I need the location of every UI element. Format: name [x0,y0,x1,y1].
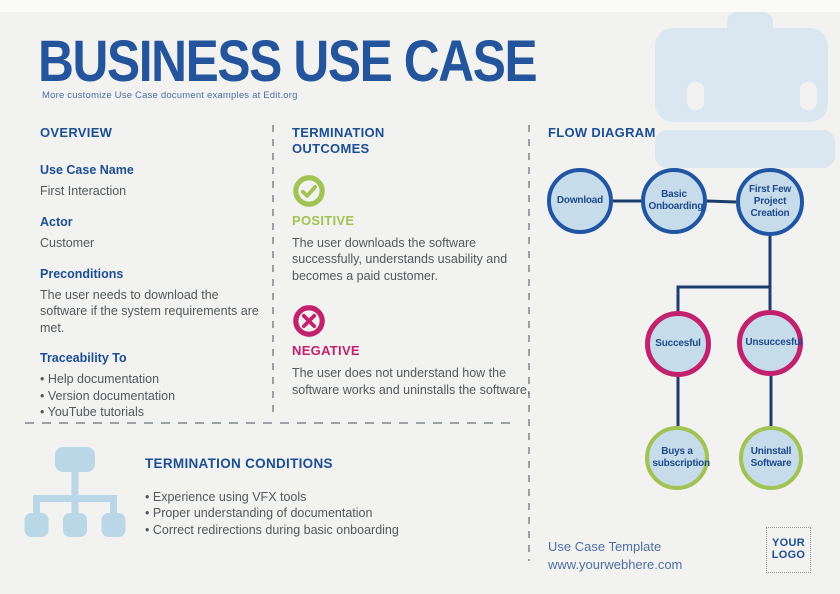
termination-outcomes-section: TERMINATION OUTCOMES POSITIVE The user d… [292,125,532,419]
termination-outcomes-heading: TERMINATION OUTCOMES [292,125,385,157]
briefcase-body [655,28,828,122]
logo-text-line2: LOGO [771,549,806,561]
overview-section: OVERVIEW Use Case Name First Interaction… [40,125,268,420]
top-strip [0,0,840,12]
briefcase-bottom [655,130,835,168]
flow-diagram-heading: FLOW DIAGRAM [548,125,656,140]
traceability-item: YouTube tutorials [40,404,268,420]
flow-node-successful: Succesful [645,311,711,377]
flow-node-label: Unsuccesful [745,337,803,349]
overview-heading: OVERVIEW [40,125,113,140]
negative-label: NEGATIVE [292,343,360,359]
flow-connectors [613,199,773,426]
condition-item: Proper understanding of documentation [145,505,475,522]
briefcase-latch-right [800,82,817,110]
footer-template-name: Use Case Template [548,539,662,554]
page-subtitle: More customize Use Case document example… [42,90,298,101]
field-value-actor: Customer [40,235,95,250]
condition-item: Correct redirections during basic onboar… [145,522,475,539]
footer-website-url: www.yourwebhere.com [548,556,683,572]
flow-node-label: Download [556,195,604,207]
field-label-preconditions: Preconditions [40,266,124,281]
field-label-use-case-name: Use Case Name [40,163,134,178]
negative-text: The user does not understand how the sof… [292,366,531,397]
condition-item: Experience using VFX tools [145,489,475,506]
flow-node-buys-a-subscription: Buys a subscription [645,426,710,490]
sitemap-icon [24,447,126,537]
traceability-list: Help documentation Version documentation… [40,371,268,420]
flow-node-basic-onboarding: Basic Onboarding [641,168,707,234]
negative-cross-icon [293,305,325,338]
field-label-actor: Actor [40,214,73,229]
termination-conditions-section: TERMINATION CONDITIONS Experience using … [145,456,475,538]
field-value-use-case-name: First Interaction [40,184,127,199]
field-value-preconditions: The user needs to download the software … [40,287,259,335]
logo-placeholder: YOUR LOGO [766,527,811,573]
logo-text-line1: YOUR [772,537,805,550]
flow-node-label: Basic Onboarding [648,189,704,212]
flow-node-label: Uninstall Software [750,446,792,469]
positive-check-icon [293,174,325,207]
flow-node-uninstall-software: Uninstall Software [739,426,803,490]
page-title: BUSINESS USE CASE [38,29,538,94]
briefcase-latch-left [687,82,704,110]
flow-node-label: Succesful [655,338,701,350]
flow-node-label: First Few Project Creation [748,184,792,219]
flow-node-unsuccessful: Unsuccesful [737,310,803,376]
horizontal-divider [25,422,518,424]
flow-diagram: Download Basic Onboarding First Few Proj… [540,140,840,490]
traceability-item: Version documentation [40,388,268,404]
termination-conditions-list: Experience using VFX tools Proper unders… [145,489,475,539]
flow-node-first-few-project-creation: First Few Project Creation [736,168,804,236]
footer-text: Use Case Template www.yourwebhere.com [548,538,682,573]
vertical-divider-1 [272,125,274,415]
briefcase-icon [655,12,840,170]
positive-text: The user downloads the software successf… [292,235,508,283]
positive-label: POSITIVE [292,212,355,228]
flow-node-download: Download [547,168,613,234]
field-label-traceability: Traceability To [40,351,127,366]
termination-conditions-heading: TERMINATION CONDITIONS [145,456,333,471]
traceability-item: Help documentation [40,371,268,387]
vertical-divider-2 [528,125,530,561]
flow-node-label: Buys a subscription [652,446,710,469]
